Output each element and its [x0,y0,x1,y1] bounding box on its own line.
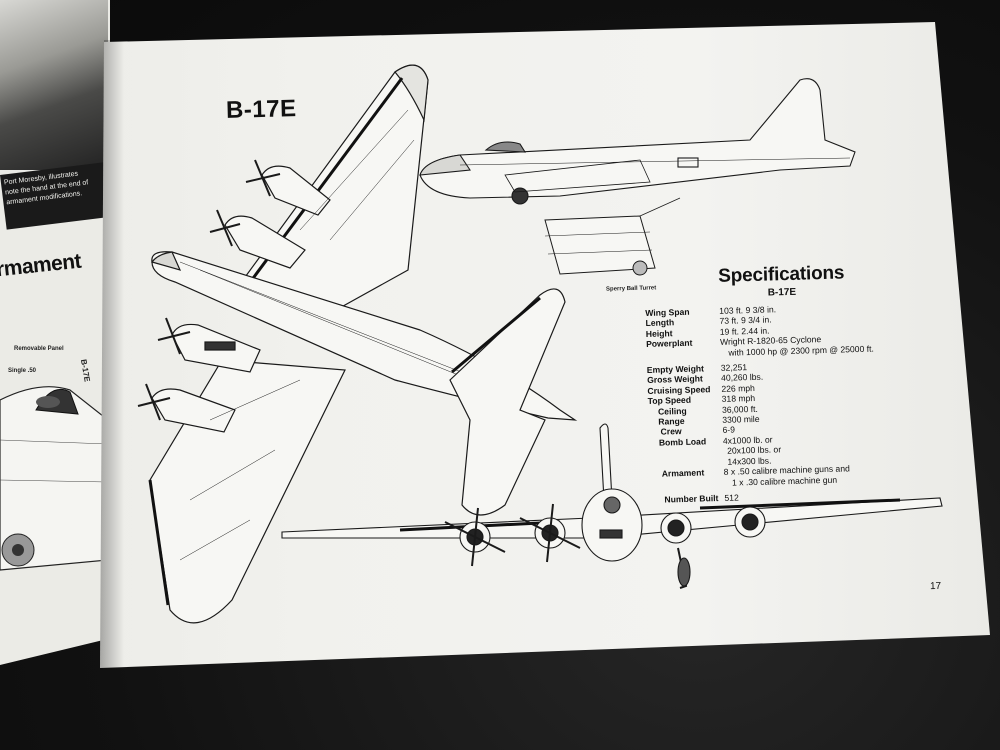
left-page-photo [0,0,108,170]
page-gutter [100,40,124,670]
removable-panel-label: Removable Panel [14,346,64,352]
spec-label: Armament [661,467,705,479]
spec-label: Bomb Load [658,436,707,448]
spec-label: Number Built [664,492,719,505]
top-view-drawing [137,64,578,624]
side-view-drawing [419,78,856,205]
page-number: 17 [929,580,942,593]
ball-turret-detail [544,197,681,276]
single-50-label: Single .50 [8,368,37,374]
front-view-drawing [281,423,943,589]
left-page: Port Moresby, illustrates note the hand … [0,0,110,665]
specifications-panel: Specifications B-17E Wing Span 103 ft. 9… [644,260,931,505]
spec-label: Powerplant [645,337,693,350]
left-page-drawing [0,386,109,571]
